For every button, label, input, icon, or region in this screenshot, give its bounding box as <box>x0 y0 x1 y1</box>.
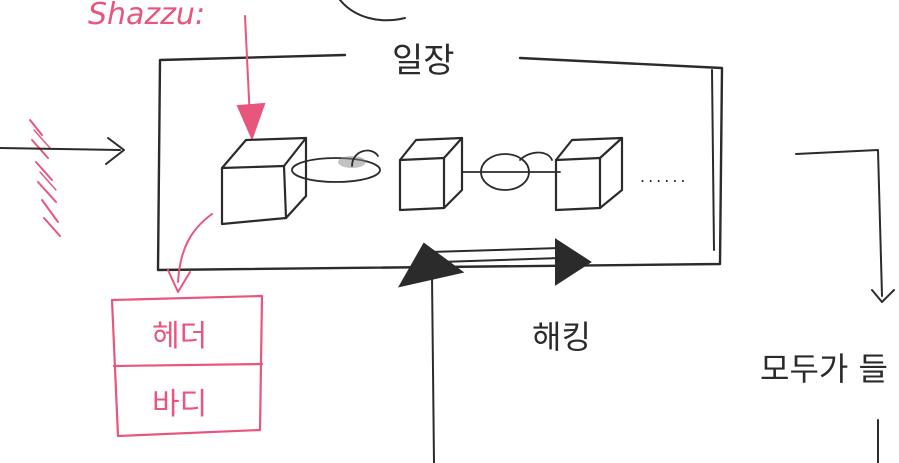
top-curve-stroke <box>339 0 406 22</box>
block-cube-1 <box>220 136 308 226</box>
right-bracket-arrow-head <box>871 289 895 303</box>
block-cube-2 <box>398 136 464 212</box>
top-pink-arrow-head <box>236 102 266 141</box>
hacking-arrow <box>398 238 592 463</box>
top-pink-arrow-shaft <box>244 15 251 121</box>
left-inbound-arrow-head <box>105 137 125 165</box>
hacking-label: 해킹 <box>532 318 591 356</box>
block-structure-box <box>110 294 264 438</box>
block-cube-3 <box>554 136 624 212</box>
header-section-label: 헤더 <box>152 319 207 354</box>
left-wall-hatch <box>29 119 61 237</box>
right-partial-label: 모두가 들 <box>760 350 888 388</box>
chain-continuation-ellipsis: ...... <box>640 167 689 186</box>
body-section-label: 바디 <box>152 387 207 422</box>
right-bracket-arrow-shaft <box>795 149 883 297</box>
chain-title-label: 일장 <box>392 41 455 81</box>
left-inbound-arrow-shaft <box>0 147 121 151</box>
main-container-box <box>156 53 724 272</box>
top-left-partial-label: Shazzu: <box>88 0 205 32</box>
container-right-inner-edge <box>711 69 715 251</box>
chain-link-2 <box>461 151 561 191</box>
pink-curved-arrow-shaft <box>177 213 213 283</box>
pink-curved-arrow-head <box>167 269 191 293</box>
chain-link-1 <box>291 149 381 183</box>
